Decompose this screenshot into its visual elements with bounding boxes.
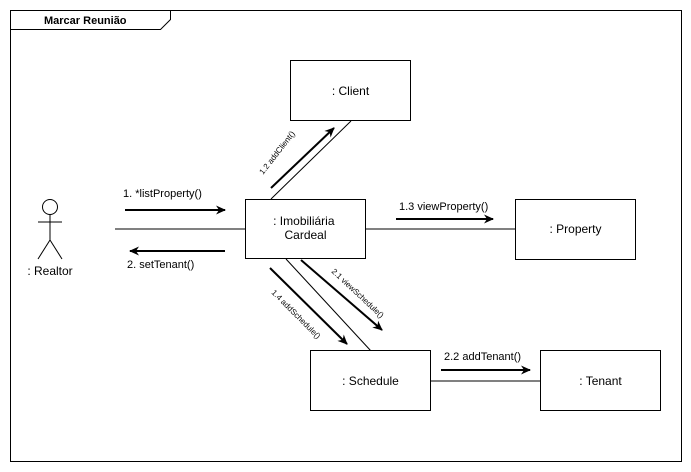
object-client-label: : Client xyxy=(332,84,370,98)
frame-title: Marcar Reunião xyxy=(44,15,127,27)
object-imobiliaria-label: : Imobiliária Cardeal xyxy=(273,214,338,242)
links xyxy=(115,120,541,382)
object-tenant[interactable] xyxy=(540,350,661,411)
actor-head xyxy=(42,199,58,215)
object-property-label: : Property xyxy=(549,222,601,236)
link-imobiliaria-schedule xyxy=(285,258,372,352)
object-imobiliaria-cardeal[interactable] xyxy=(245,199,366,259)
arrow-add-schedule xyxy=(269,267,348,345)
object-property[interactable] xyxy=(515,199,636,260)
object-imobiliaria-line1: : Imobiliária xyxy=(273,214,335,228)
message-arrows xyxy=(125,127,531,375)
object-imobiliaria-line2: Cardeal xyxy=(284,228,326,242)
arrow-view-schedule xyxy=(300,259,383,331)
object-schedule-label: : Schedule xyxy=(342,374,399,388)
msg-add-tenant: 2.2 addTenant() xyxy=(444,351,521,363)
frame-title-tab xyxy=(10,10,171,30)
actor-label: : Realtor xyxy=(27,264,72,278)
actor-realtor xyxy=(37,199,63,260)
object-schedule[interactable] xyxy=(310,350,431,411)
msg-set-tenant: 2. setTenant() xyxy=(127,259,194,271)
object-tenant-label: : Tenant xyxy=(579,374,622,388)
arrow-add-client xyxy=(270,127,335,189)
object-client[interactable] xyxy=(290,60,411,121)
msg-list-property: 1. *listProperty() xyxy=(123,188,202,200)
link-imobiliaria-client xyxy=(270,120,352,200)
msg-view-property: 1.3 viewProperty() xyxy=(399,201,488,213)
